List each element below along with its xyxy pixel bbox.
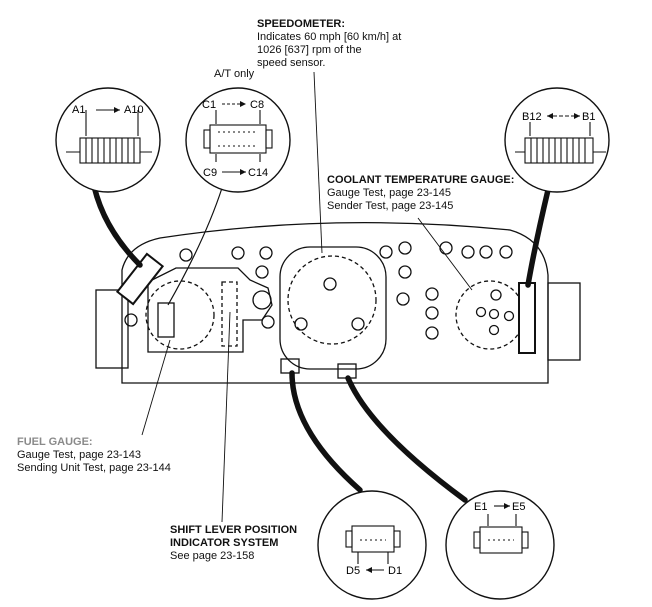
speedometer-terminal [351, 317, 365, 331]
indicator-bulb-socket [259, 246, 273, 260]
pin-range-arrowheads [114, 101, 580, 573]
shift-indicator-title: INDICATOR SYSTEM [170, 537, 279, 549]
indicator-bulb-socket [261, 315, 275, 329]
coolant-gauge-line: Sender Test, page 23-145 [327, 200, 454, 212]
speedometer-note: SPEEDOMETER: Indicates 60 mph [60 km/h] … [257, 18, 401, 70]
fuel-gauge-line: Sending Unit Test, page 23-144 [17, 462, 171, 474]
speedometer-terminal [294, 317, 308, 331]
connector-d-left-label: D5 [346, 565, 360, 577]
indicator-bulb-socket [425, 306, 439, 320]
speedometer-line: speed sensor. [257, 57, 326, 69]
connector-b-wire [525, 187, 551, 288]
connector-e-left-label: E1 [474, 501, 487, 513]
left-mounting-bracket [95, 289, 129, 369]
right-mounting-bracket [547, 282, 581, 361]
connector-b-left-label: B12 [522, 111, 542, 123]
connector-c-pins [203, 103, 273, 173]
indicator-bulb-socket [499, 245, 513, 259]
connector-c-bottom-right-label: C14 [248, 167, 268, 179]
indicator-bulb-socket [398, 241, 412, 255]
shift-leader [221, 311, 231, 523]
connector-c-bottom-left-label: C9 [203, 167, 217, 179]
indicator-bulb-socket [425, 326, 439, 340]
speedometer-housing [279, 246, 387, 370]
indicator-bulb-socket [396, 292, 410, 306]
fuel-gauge-dial [145, 280, 215, 350]
fuel-gauge-bracket [147, 267, 273, 353]
coolant-leader [417, 217, 473, 291]
connector-b-right-label: B1 [582, 111, 595, 123]
indicator-bulb-socket [231, 246, 245, 260]
indicator-bulb-socket [425, 287, 439, 301]
fuel-gauge-title: FUEL GAUGE: [17, 436, 93, 448]
at-only-label: A/T only [214, 68, 255, 80]
connector-a-left-label: A1 [72, 104, 85, 116]
fuel-gauge-note: FUEL GAUGE: Gauge Test, page 23-143 Send… [17, 436, 171, 475]
connector-e-pins [473, 505, 529, 554]
speedometer-line: Indicates 60 mph [60 km/h] at [257, 31, 402, 43]
connector-a-slot [115, 252, 165, 306]
fuel-leader [141, 339, 171, 436]
coolant-gauge-line: Gauge Test, page 23-145 [327, 187, 451, 199]
indicator-bulb-socket [461, 245, 475, 259]
indicator-bulb-socket [124, 313, 138, 327]
connector-d-wire [289, 370, 363, 493]
fuel-gauge-line: Gauge Test, page 23-143 [17, 449, 141, 461]
shift-indicator-note: SHIFT LEVER POSITION INDICATOR SYSTEM Se… [170, 524, 297, 563]
connector-b-pins [515, 115, 606, 164]
coolant-gauge-note: COOLANT TEMPERATURE GAUGE: Gauge Test, p… [327, 174, 514, 213]
speedometer-dial [287, 255, 377, 345]
indicator-bulb-socket [479, 245, 493, 259]
connector-e-wire [345, 375, 468, 503]
connector-e-right-label: E5 [512, 501, 525, 513]
speedometer-line: 1026 [637] rpm of the [257, 44, 362, 56]
connector-c-lead [167, 187, 223, 306]
connector-a-right-label: A10 [124, 104, 144, 116]
shift-indicator-line: See page 23-158 [170, 550, 255, 562]
indicator-bulb-socket [255, 265, 269, 279]
indicator-bulb-socket [179, 248, 193, 262]
connector-b-slot [518, 282, 536, 354]
coolant-gauge-terminal [488, 324, 500, 336]
coolant-gauge-terminal [503, 310, 515, 322]
coolant-gauge-terminal [490, 289, 502, 301]
connector-c-top-left-label: C1 [202, 99, 216, 111]
speedometer-leader [313, 71, 323, 254]
shift-indicator-strip [221, 281, 238, 347]
coolant-gauge-title: COOLANT TEMPERATURE GAUGE: [327, 174, 515, 186]
speedometer-terminal [323, 277, 337, 291]
shift-indicator-title: SHIFT LEVER POSITION [170, 524, 298, 536]
coolant-gauge-terminal [488, 308, 500, 320]
connector-d-pins [345, 525, 401, 571]
connector-c-top-right-label: C8 [250, 99, 264, 111]
coolant-gauge-terminal [475, 306, 487, 318]
indicator-bulb-socket [439, 241, 453, 255]
speedometer-title: SPEEDOMETER: [257, 18, 346, 30]
indicator-bulb-socket [398, 265, 412, 279]
connector-d-right-label: D1 [388, 565, 402, 577]
fuel-gauge-terminal [157, 302, 175, 338]
indicator-bulb-socket [379, 245, 393, 259]
fuel-gauge-mount-hole [252, 290, 272, 310]
